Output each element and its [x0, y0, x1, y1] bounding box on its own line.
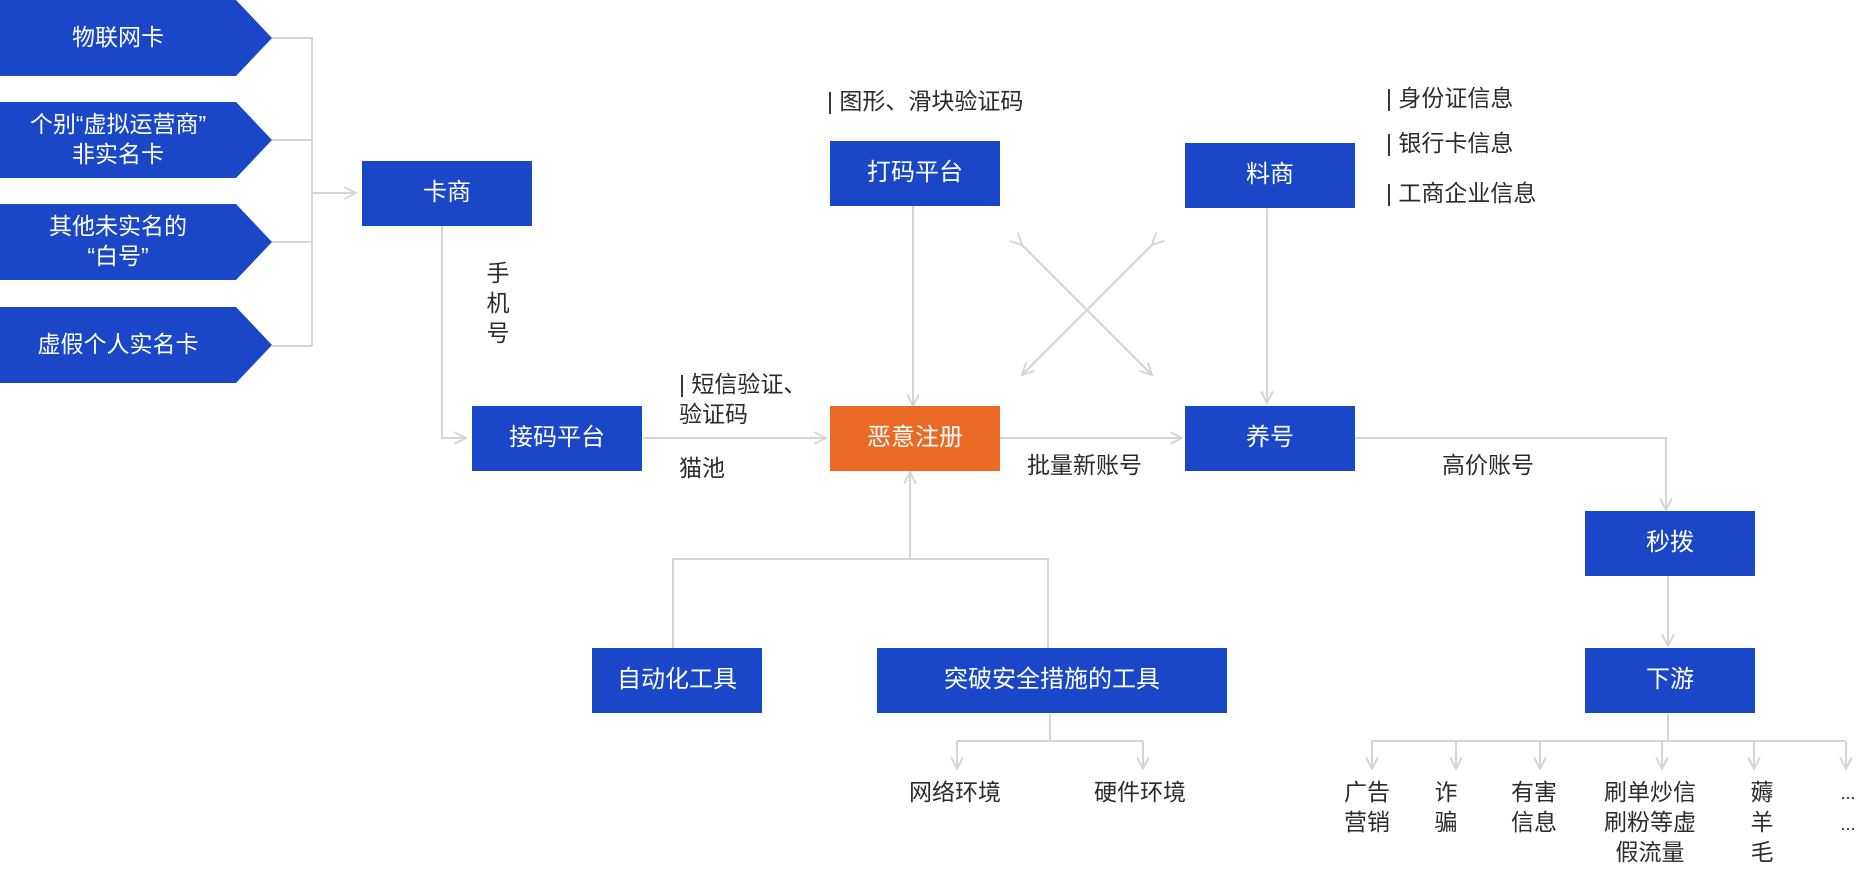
label-business-info: | 工商企业信息 — [1386, 180, 1537, 206]
node-data-dealer: 料商 — [1185, 143, 1355, 208]
label-graphic-captcha: | 图形、滑块验证码 — [827, 88, 1024, 114]
node-dial-up: 秒拨 — [1585, 511, 1755, 576]
node-security-bypass-tools: 突破安全措施的工具 — [877, 648, 1227, 713]
node-automation-tools: 自动化工具 — [592, 648, 762, 713]
source-white-number: 其他未实名的 “白号” — [0, 204, 272, 280]
label-id-card-info: | 身份证信息 — [1386, 85, 1514, 111]
node-malicious-registration: 恶意注册 — [830, 406, 1000, 471]
node-captcha-platform: 打码平台 — [830, 141, 1000, 206]
node-security-bypass-tools-label: 突破安全措施的工具 — [944, 666, 1160, 694]
source-iot-card: 物联网卡 — [0, 0, 272, 76]
node-downstream: 下游 — [1585, 648, 1755, 713]
node-code-receiving-platform: 接码平台 — [472, 406, 642, 471]
downstream-item: 广告 营销 — [1344, 779, 1390, 835]
node-account-farming-label: 养号 — [1246, 424, 1294, 452]
source-iot-card-label: 物联网卡 — [72, 24, 164, 51]
label-sms-verification: | 短信验证、 验证码 — [679, 371, 807, 427]
source-white-number-label: 其他未实名的 “白号” — [49, 213, 187, 269]
label-cat-pool: 猫池 — [679, 455, 725, 481]
source-fake-realname-card-label: 虚假个人实名卡 — [37, 331, 199, 358]
label-bulk-new-accounts: 批量新账号 — [1027, 452, 1142, 478]
label-bank-card-info: | 银行卡信息 — [1386, 130, 1514, 156]
label-high-value-accounts: 高价账号 — [1442, 452, 1534, 478]
node-captcha-platform-label: 打码平台 — [867, 159, 963, 187]
downstream-item: 诈 骗 — [1434, 779, 1458, 835]
label-phone-number: 手机号 — [486, 260, 510, 346]
downstream-item: 刷单炒信 刷粉等虚 假流量 — [1604, 779, 1696, 865]
node-downstream-label: 下游 — [1646, 666, 1694, 694]
downstream-item: 有害 信息 — [1511, 779, 1557, 835]
node-dial-up-label: 秒拨 — [1646, 529, 1694, 557]
node-card-dealer-label: 卡商 — [423, 179, 471, 207]
label-network-environment: 网络环境 — [909, 779, 1001, 805]
downstream-item: 薅 羊 毛 — [1750, 779, 1774, 865]
label-hardware-environment: 硬件环境 — [1094, 779, 1186, 805]
source-virtual-operator-card: 个别“虚拟运营商” 非实名卡 — [0, 102, 272, 178]
source-fake-realname-card: 虚假个人实名卡 — [0, 307, 272, 383]
node-code-receiving-platform-label: 接码平台 — [509, 424, 605, 452]
node-data-dealer-label: 料商 — [1246, 161, 1294, 189]
downstream-item: ... ... — [1840, 783, 1856, 834]
node-automation-tools-label: 自动化工具 — [617, 666, 737, 694]
source-virtual-operator-card-label: 个别“虚拟运营商” 非实名卡 — [29, 111, 207, 167]
node-card-dealer: 卡商 — [362, 161, 532, 226]
node-malicious-registration-label: 恶意注册 — [867, 424, 963, 452]
node-account-farming: 养号 — [1185, 406, 1355, 471]
